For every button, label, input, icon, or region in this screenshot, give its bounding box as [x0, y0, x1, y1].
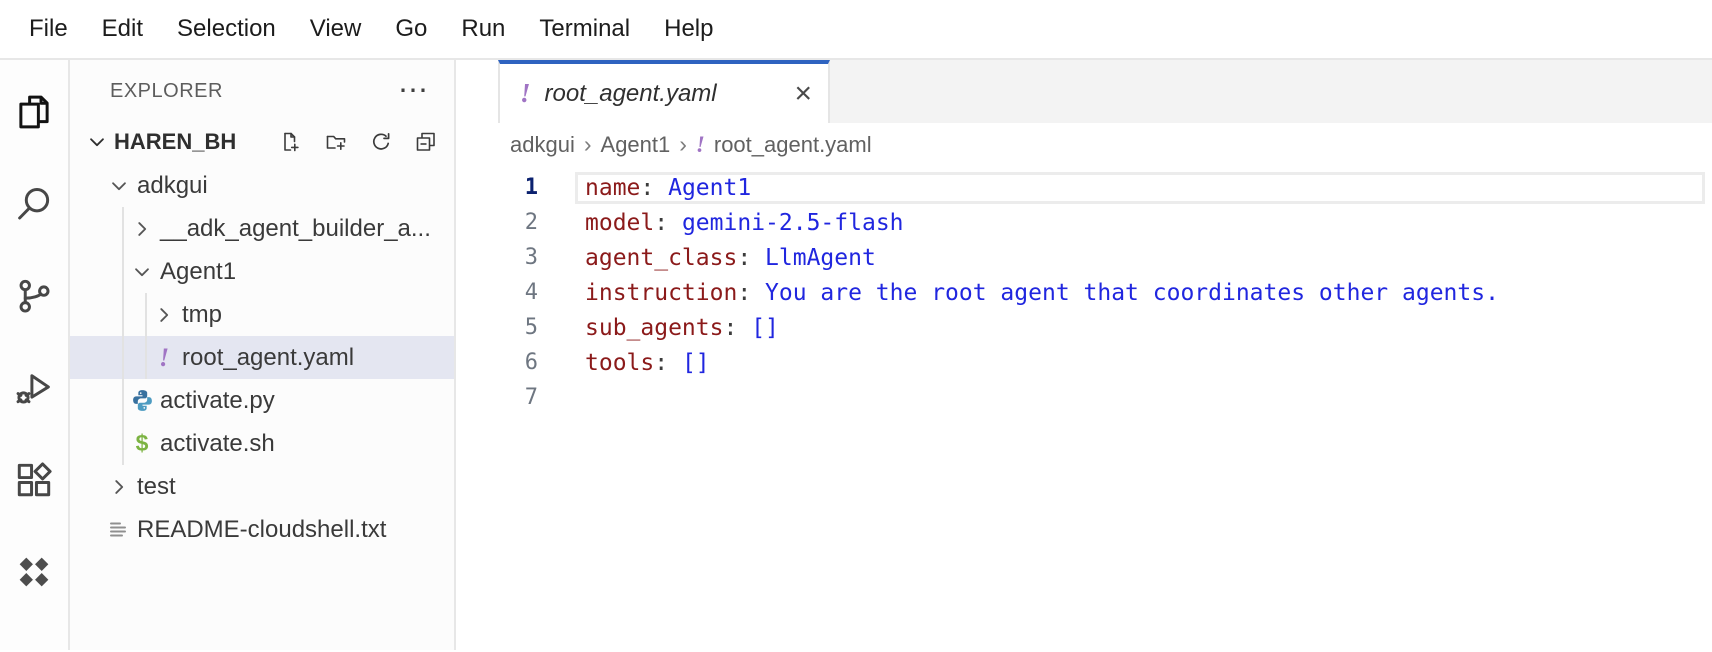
code-line-3[interactable]: 3 agent_class: LlmAgent — [456, 240, 1712, 275]
menu-help[interactable]: Help — [664, 15, 714, 42]
tree-item-adk-agent-builder[interactable]: __adk_agent_builder_a... — [70, 207, 454, 250]
more-actions-icon[interactable]: ⋯ — [398, 74, 428, 107]
new-file-icon[interactable] — [279, 130, 303, 154]
menu-bar: File Edit Selection View Go Run Terminal… — [0, 0, 1712, 60]
chevron-down-icon — [129, 261, 155, 283]
shell-icon: $ — [135, 430, 149, 456]
line-number: 1 — [524, 175, 538, 200]
menu-run[interactable]: Run — [461, 15, 506, 42]
breadcrumb-root-agent-yaml[interactable]: root_agent.yaml — [713, 131, 872, 157]
cloud-extension-icon[interactable] — [0, 526, 68, 618]
menu-view[interactable]: View — [309, 15, 362, 42]
line-number: 3 — [524, 245, 538, 270]
code-line-7[interactable]: 7 — [456, 380, 1712, 415]
line-number: 5 — [524, 315, 538, 340]
refresh-icon[interactable] — [369, 130, 393, 154]
chevron-down-icon — [84, 131, 110, 153]
menu-selection[interactable]: Selection — [177, 15, 276, 42]
line-number: 7 — [524, 385, 538, 410]
text-file-icon — [106, 518, 132, 542]
menu-edit[interactable]: Edit — [101, 15, 144, 42]
code-line-2[interactable]: 2 model: gemini-2.5-flash — [456, 205, 1712, 240]
menu-go[interactable]: Go — [395, 15, 428, 42]
chevron-right-icon: › — [679, 131, 687, 157]
chevron-right-icon: › — [583, 131, 592, 157]
collapse-all-icon[interactable] — [414, 130, 438, 154]
code-editor[interactable]: 1 name: Agent1 2 model: gemini-2.5-flash… — [456, 166, 1712, 650]
tab-root-agent-yaml[interactable]: ! root_agent.yaml × — [498, 60, 830, 123]
close-icon[interactable]: × — [794, 76, 812, 110]
extensions-icon[interactable] — [0, 434, 68, 526]
chevron-right-icon — [106, 476, 132, 498]
chevron-right-icon — [151, 304, 177, 326]
tree-item-test[interactable]: test — [70, 465, 454, 508]
code-line-6[interactable]: 6 tools: [] — [456, 345, 1712, 380]
indent-guide — [122, 207, 124, 465]
tree-item-agent1[interactable]: Agent1 — [70, 250, 454, 293]
python-icon — [129, 388, 155, 413]
workspace-name: HAREN_BH — [114, 129, 237, 154]
chevron-right-icon — [129, 218, 155, 240]
tab-bar-filler — [830, 60, 1712, 123]
explorer-toolbar — [279, 130, 438, 154]
explorer-sidebar: EXPLORER ⋯ HAREN_BH — [70, 60, 456, 650]
tree-item-adkgui[interactable]: adkgui — [70, 164, 454, 207]
editor-group: ! root_agent.yaml × adkgui › Agent1 › ! … — [456, 60, 1712, 650]
line-number: 2 — [524, 210, 538, 235]
code-line-1[interactable]: 1 name: Agent1 — [456, 170, 1712, 205]
code-line-4[interactable]: 4 instruction: You are the root agent th… — [456, 275, 1712, 310]
tree-item-tmp[interactable]: tmp — [70, 293, 454, 336]
file-tree: adkgui __adk_agent_builder_a... Agent1 t… — [70, 164, 454, 551]
yaml-warning-icon: ! — [695, 131, 705, 157]
code-line-5[interactable]: 5 sub_agents: [] — [456, 310, 1712, 345]
activity-bar — [0, 60, 70, 650]
breadcrumb: adkgui › Agent1 › ! root_agent.yaml — [456, 123, 1712, 166]
explorer-icon[interactable] — [0, 66, 68, 158]
explorer-title: EXPLORER — [110, 79, 223, 102]
breadcrumb-agent1[interactable]: Agent1 — [600, 131, 671, 157]
tab-bar-spacer — [456, 60, 498, 123]
chevron-down-icon — [106, 175, 132, 197]
line-number: 6 — [524, 350, 538, 375]
search-icon[interactable] — [0, 158, 68, 250]
yaml-warning-icon: ! — [520, 78, 531, 108]
menu-terminal[interactable]: Terminal — [539, 15, 631, 42]
tree-item-root-agent-yaml[interactable]: ! root_agent.yaml — [70, 336, 454, 379]
breadcrumb-adkgui[interactable]: adkgui — [510, 131, 575, 157]
tab-bar: ! root_agent.yaml × — [456, 60, 1712, 123]
yaml-warning-icon: ! — [158, 342, 170, 372]
tree-item-activate-py[interactable]: activate.py — [70, 379, 454, 422]
tab-label: root_agent.yaml — [544, 79, 717, 107]
tree-item-readme-cloudshell[interactable]: README-cloudshell.txt — [70, 508, 454, 551]
line-number: 4 — [524, 280, 538, 305]
tree-item-activate-sh[interactable]: $ activate.sh — [70, 422, 454, 465]
run-debug-icon[interactable] — [0, 342, 68, 434]
source-control-icon[interactable] — [0, 250, 68, 342]
menu-file[interactable]: File — [29, 15, 68, 42]
explorer-header: EXPLORER ⋯ — [70, 60, 454, 110]
indent-guide — [145, 293, 147, 379]
new-folder-icon[interactable] — [324, 130, 348, 154]
workspace-row[interactable]: HAREN_BH — [70, 120, 454, 164]
